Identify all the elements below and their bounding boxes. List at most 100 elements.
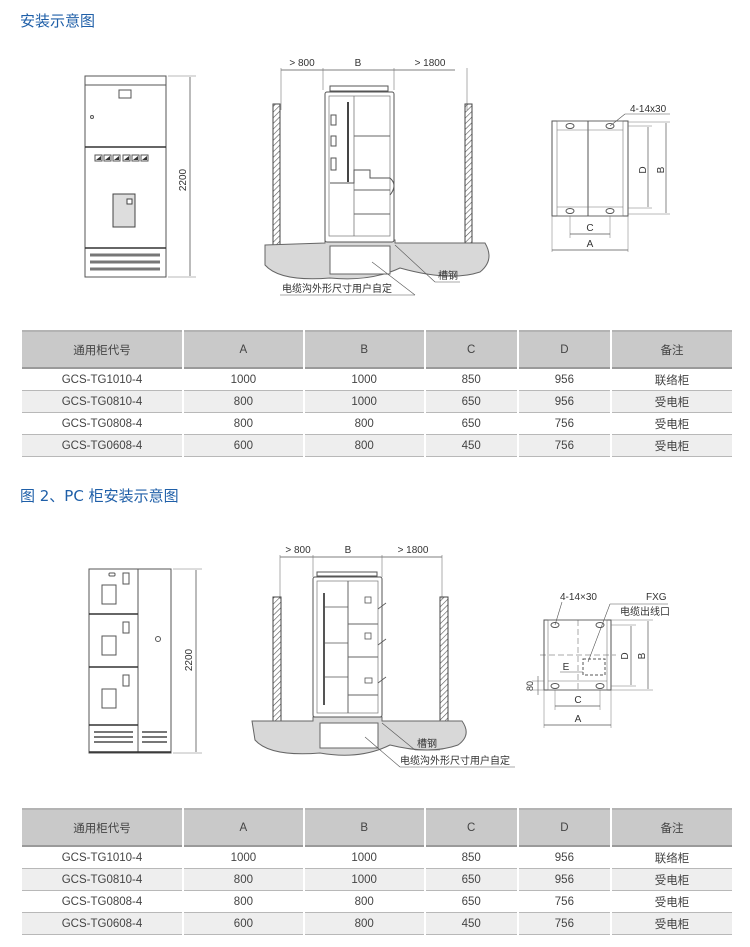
cell-code: GCS-TG0810-4 (22, 391, 182, 413)
cell-remark: 受电柜 (612, 413, 732, 435)
cell-c: 450 (425, 913, 517, 935)
header-remark: 备注 (612, 808, 732, 847)
cell-code: GCS-TG0608-4 (22, 435, 182, 457)
table-header-row: 通用柜代号 A B C D 备注 (22, 330, 732, 369)
header-b: B (304, 808, 424, 847)
cell-a: 600 (184, 435, 303, 457)
width-b-label: B (345, 545, 352, 556)
cell-b: 800 (304, 913, 424, 935)
header-c: C (425, 330, 517, 369)
height-label: 2200 (184, 648, 195, 671)
cell-d: 956 (518, 847, 610, 869)
cell-d: 756 (518, 913, 610, 935)
cell-a: 800 (184, 413, 303, 435)
section1-title: 安装示意图 (20, 12, 96, 30)
cell-remark: 受电柜 (612, 891, 732, 913)
cell-a: 1000 (184, 847, 303, 869)
header-d: D (518, 330, 610, 369)
cell-c: 850 (425, 369, 517, 391)
header-a: A (184, 808, 303, 847)
cell-a: 600 (184, 913, 303, 935)
base-plan-view-1: 4-14x30 D B C A (551, 104, 670, 252)
cell-d: 756 (518, 413, 610, 435)
cell-c: 450 (425, 435, 517, 457)
dim-e-label: E (563, 662, 570, 673)
cell-a: 800 (184, 391, 303, 413)
cell-remark: 受电柜 (612, 435, 732, 457)
cell-c: 650 (425, 869, 517, 891)
channel-steel-label: 槽钢 (417, 737, 437, 750)
header-d: D (518, 808, 610, 847)
base-plan-view-2: 4-14×30 FXG 电缆出线口 E D B 80 C A (525, 592, 670, 728)
cell-b: 800 (304, 435, 424, 457)
header-remark: 备注 (612, 330, 732, 369)
cell-b: 1000 (304, 391, 424, 413)
dim-b-label: B (637, 652, 648, 659)
cell-d: 756 (518, 435, 610, 457)
cell-c: 650 (425, 891, 517, 913)
dim-c-label: C (586, 223, 593, 234)
hole-spec-label: 4-14x30 (630, 104, 667, 115)
front-view-cabinet-2: 2200 (88, 568, 202, 754)
header-code: 通用柜代号 (22, 808, 182, 847)
cell-b: 1000 (304, 847, 424, 869)
dim-d-label: D (638, 166, 649, 173)
cell-c: 650 (425, 413, 517, 435)
right-clearance-label: > 1800 (415, 58, 446, 69)
cell-a: 800 (184, 869, 303, 891)
outlet-label: 电缆出线口 (620, 605, 670, 618)
header-c: C (425, 808, 517, 847)
trench-label: 电缆沟外形尺寸用户自定 (282, 282, 392, 295)
header-code: 通用柜代号 (22, 330, 182, 369)
cell-remark: 受电柜 (612, 391, 732, 413)
dim-a-label: A (587, 239, 594, 250)
cell-code: GCS-TG1010-4 (22, 369, 182, 391)
header-a: A (184, 330, 303, 369)
cell-d: 956 (518, 369, 610, 391)
side-view-installation-1: > 800 B > 1800 槽钢 电缆沟外形尺寸用户自定 (264, 58, 490, 296)
trench-label: 电缆沟外形尺寸用户自定 (400, 754, 510, 767)
left-clearance-label: > 800 (285, 545, 311, 556)
cell-remark: 受电柜 (612, 869, 732, 891)
dim-d-label: D (620, 652, 631, 659)
hole-spec-label: 4-14×30 (560, 592, 597, 603)
front-view-cabinet-1: 2200 (84, 75, 196, 278)
cell-code: GCS-TG0810-4 (22, 869, 182, 891)
dim-b-label: B (656, 166, 667, 173)
header-b: B (304, 330, 424, 369)
cell-d: 956 (518, 869, 610, 891)
cell-a: 800 (184, 891, 303, 913)
cell-b: 800 (304, 413, 424, 435)
cell-b: 1000 (304, 869, 424, 891)
cell-code: GCS-TG0808-4 (22, 891, 182, 913)
offset-80-label: 80 (525, 681, 535, 691)
left-clearance-label: > 800 (289, 58, 315, 69)
cell-code: GCS-TG1010-4 (22, 847, 182, 869)
cell-b: 1000 (304, 369, 424, 391)
cell-c: 650 (425, 391, 517, 413)
height-label: 2200 (178, 168, 189, 191)
cell-d: 756 (518, 891, 610, 913)
cell-d: 956 (518, 391, 610, 413)
cell-code: GCS-TG0808-4 (22, 413, 182, 435)
cell-a: 1000 (184, 369, 303, 391)
cell-c: 850 (425, 847, 517, 869)
table-header-row: 通用柜代号 A B C D 备注 (22, 808, 732, 847)
side-view-installation-2: > 800 B > 1800 槽钢 电缆沟外形尺寸用户自定 (251, 545, 515, 768)
dim-c-label: C (574, 695, 581, 706)
right-clearance-label: > 1800 (398, 545, 429, 556)
cell-remark: 联络柜 (612, 847, 732, 869)
channel-steel-label: 槽钢 (438, 269, 458, 282)
cell-b: 800 (304, 891, 424, 913)
cell-remark: 联络柜 (612, 369, 732, 391)
